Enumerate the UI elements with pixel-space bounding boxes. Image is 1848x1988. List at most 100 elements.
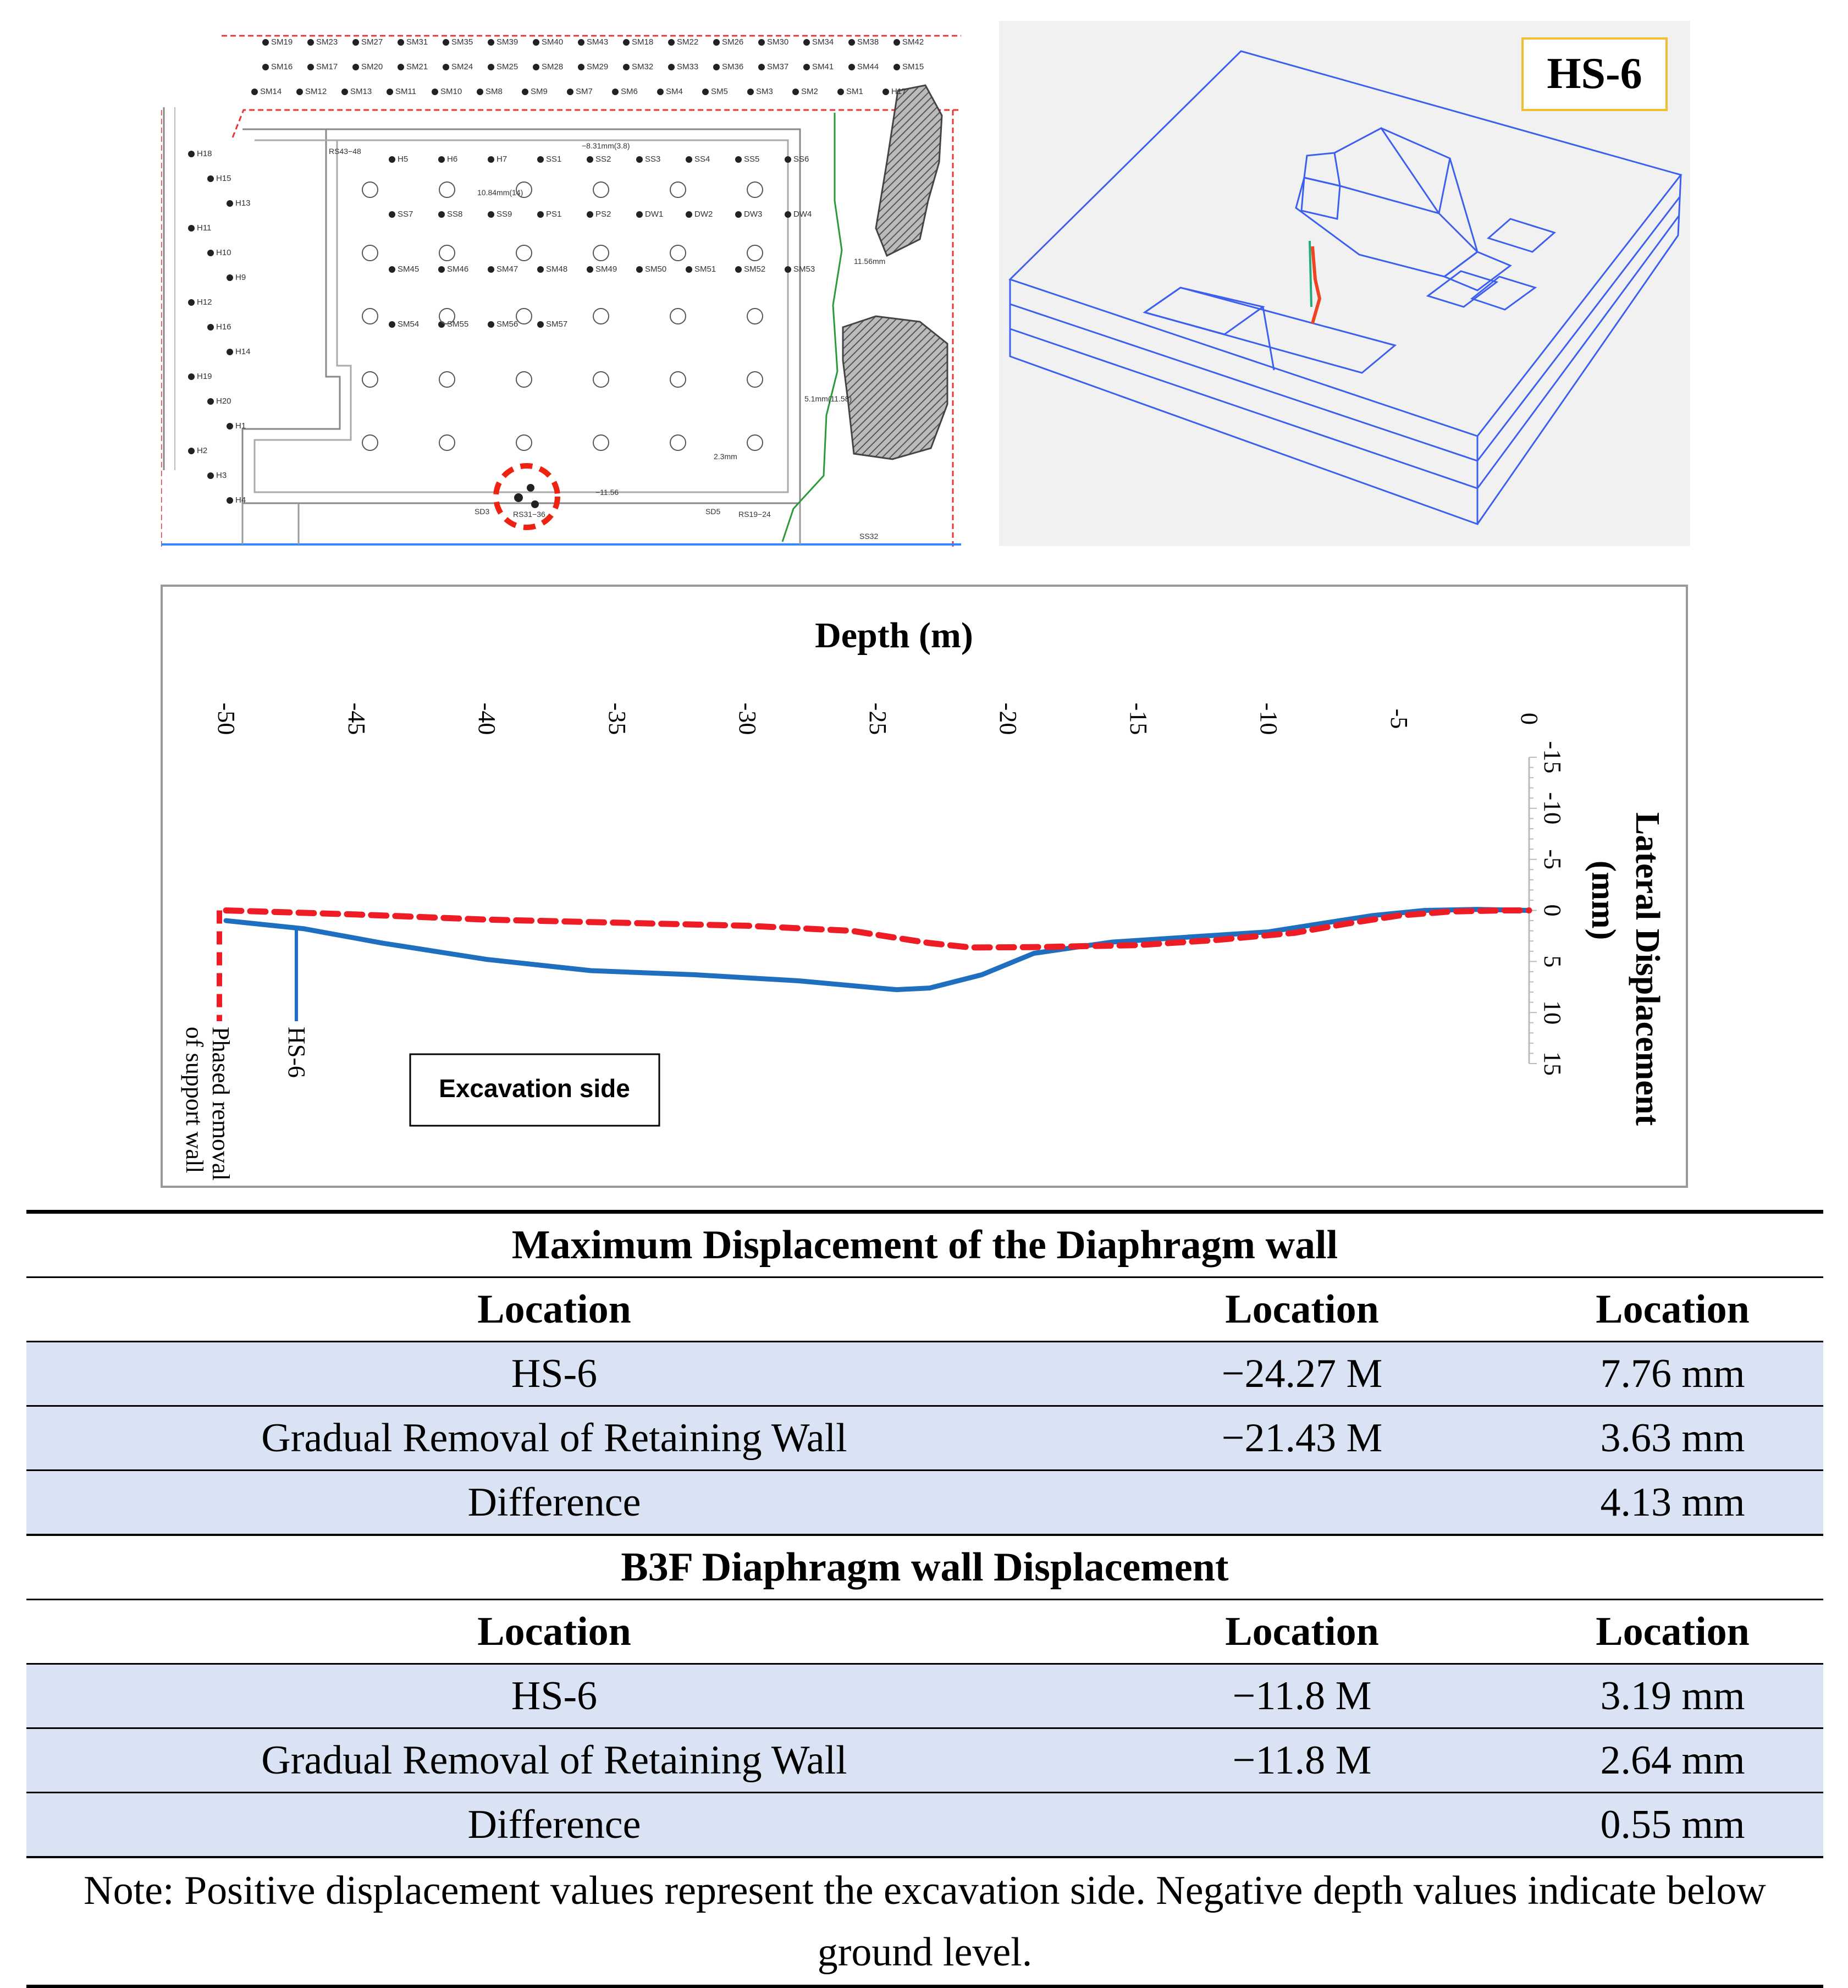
- borehole-marker: [593, 181, 609, 198]
- monitoring-point: [443, 39, 449, 46]
- cell-location: HS-6: [26, 1341, 1082, 1407]
- table-note: Note: Positive displacement values repre…: [26, 1857, 1823, 1988]
- monitoring-point: [207, 324, 214, 331]
- monitoring-point-label: SM24: [451, 62, 473, 71]
- legend-label-hs6: HS-6: [283, 1027, 310, 1078]
- monitoring-point: [747, 89, 754, 95]
- table-row: Gradual Removal of Retaining Wall −11.8 …: [26, 1728, 1823, 1793]
- cell-displacement: 4.13 mm: [1522, 1470, 1823, 1536]
- monitoring-point-label: H2: [197, 446, 207, 455]
- monitoring-point-label: SS5: [744, 155, 759, 164]
- series-line-hs6: [223, 907, 1532, 993]
- displacement-tick-label: -15: [1539, 741, 1566, 774]
- monitoring-point-label: SM23: [316, 37, 338, 47]
- monitoring-point: [803, 64, 810, 70]
- monitoring-point-label: SM57: [546, 320, 567, 329]
- borehole-marker: [362, 181, 378, 198]
- monitoring-point: [537, 211, 544, 218]
- borehole-marker: [670, 245, 686, 261]
- monitoring-point-label: H17: [891, 87, 907, 96]
- monitoring-point-label: SM13: [350, 87, 372, 96]
- monitoring-point-label: SM10: [440, 87, 462, 96]
- monitoring-point-label: H5: [398, 155, 408, 164]
- borehole-marker: [747, 434, 763, 451]
- monitoring-point-label: SM56: [497, 320, 518, 329]
- table-row: HS-6 −24.27 M 7.76 mm: [26, 1341, 1823, 1407]
- monitoring-point: [803, 39, 810, 46]
- cell-depth: [1082, 1792, 1522, 1858]
- monitoring-point-label: H7: [497, 155, 507, 164]
- monitoring-point-label: SM36: [722, 62, 743, 71]
- monitoring-point-label: SM2: [801, 87, 818, 96]
- series-line-phased-removal: [223, 907, 1532, 951]
- monitoring-point-label: SM11: [395, 87, 416, 96]
- monitoring-point-label: SM30: [767, 37, 788, 47]
- cell-location: Gradual Removal of Retaining Wall: [26, 1728, 1082, 1793]
- monitoring-point-label: SM27: [361, 37, 383, 47]
- borehole-marker: [516, 308, 532, 324]
- section1-title: Maximum Displacement of the Diaphragm wa…: [26, 1210, 1823, 1278]
- monitoring-point-label: SM25: [497, 62, 518, 71]
- monitoring-point-label: H19: [197, 372, 212, 381]
- monitoring-point: [668, 64, 675, 70]
- borehole-marker: [747, 371, 763, 388]
- monitoring-point-label: SM55: [447, 320, 468, 329]
- monitoring-point: [522, 89, 528, 95]
- monitoring-point: [735, 156, 742, 163]
- monitoring-point-label: SS1: [546, 155, 561, 164]
- monitoring-point-label: SM29: [587, 62, 608, 71]
- monitoring-point: [207, 175, 214, 182]
- cell-depth: −11.8 M: [1082, 1728, 1522, 1793]
- header-displacement: Location: [1522, 1599, 1823, 1665]
- cell-displacement: 3.19 mm: [1522, 1664, 1823, 1729]
- monitoring-point-label: SM35: [451, 37, 473, 47]
- monitoring-point: [227, 497, 233, 504]
- borehole-marker: [593, 308, 609, 324]
- monitoring-point-label: SM5: [711, 87, 728, 96]
- monitoring-point-label: SM16: [271, 62, 293, 71]
- monitoring-point: [636, 156, 643, 163]
- monitoring-point: [352, 39, 359, 46]
- monitoring-point: [533, 64, 539, 70]
- table-row: Gradual Removal of Retaining Wall −21.43…: [26, 1406, 1823, 1471]
- monitoring-point: [623, 64, 630, 70]
- monitoring-point: [882, 89, 889, 95]
- monitoring-point: [702, 89, 709, 95]
- monitoring-point-label: SM37: [767, 62, 788, 71]
- monitoring-point: [686, 211, 692, 218]
- borehole-marker: [439, 308, 455, 324]
- depth-tick-label: -45: [343, 703, 370, 735]
- borehole-marker: [516, 434, 532, 451]
- header-location: Location: [26, 1277, 1082, 1342]
- monitoring-point: [307, 64, 314, 70]
- site-annotation: 11.56mm: [854, 257, 885, 266]
- displacement-tick-label: 5: [1539, 955, 1566, 967]
- cell-location: Difference: [26, 1470, 1082, 1536]
- monitoring-point: [389, 321, 395, 328]
- displacement-tick-label: 10: [1539, 1000, 1566, 1025]
- y-axis-unit: (mm): [1585, 861, 1622, 940]
- monitoring-point-label: SM50: [645, 265, 666, 274]
- cell-displacement: 7.76 mm: [1522, 1341, 1823, 1407]
- borehole-marker: [593, 245, 609, 261]
- monitoring-point: [188, 151, 195, 157]
- monitoring-point: [785, 266, 791, 273]
- monitoring-point: [713, 64, 720, 70]
- monitoring-point: [488, 156, 494, 163]
- displacement-tick-label: 0: [1539, 905, 1566, 917]
- monitoring-point: [893, 64, 900, 70]
- monitoring-point-label: SM28: [542, 62, 563, 71]
- site-annotation: 10.84mm(14): [477, 188, 523, 197]
- monitoring-point-label: H18: [197, 149, 212, 158]
- cell-depth: −11.8 M: [1082, 1664, 1522, 1729]
- monitoring-point-label: SM34: [812, 37, 834, 47]
- monitoring-point-label: SM45: [398, 265, 419, 274]
- depth-tick-label: -10: [1255, 703, 1282, 735]
- monitoring-point: [389, 156, 395, 163]
- monitoring-point-label: SM3: [756, 87, 773, 96]
- monitoring-point: [837, 89, 844, 95]
- monitoring-point: [636, 266, 643, 273]
- monitoring-point: [537, 266, 544, 273]
